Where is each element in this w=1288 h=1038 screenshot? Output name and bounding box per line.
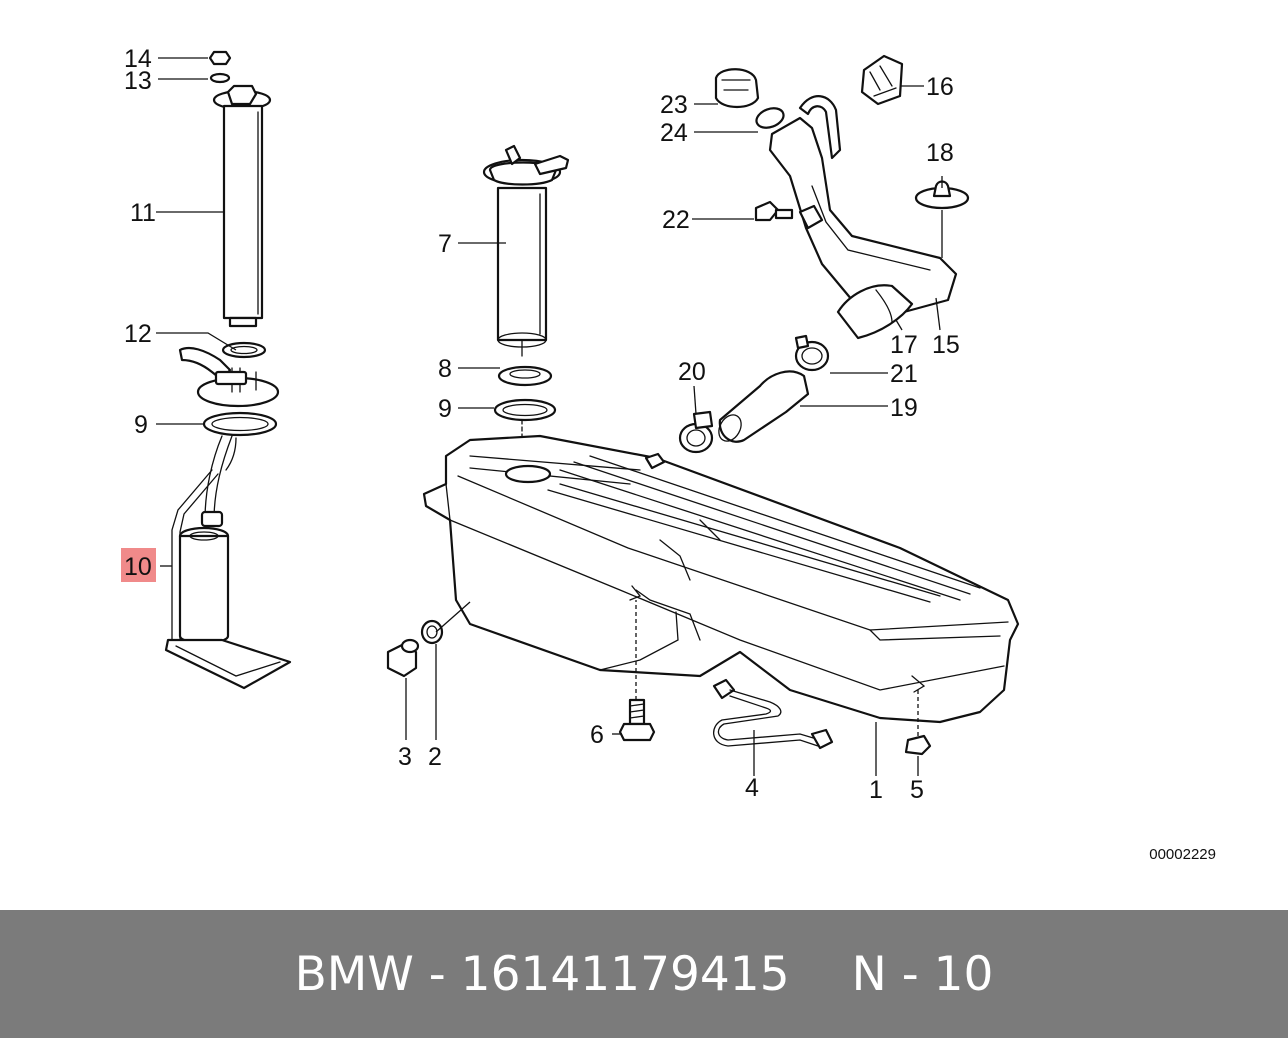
leader-lines [156, 57, 943, 776]
callout-11: 11 [130, 199, 156, 227]
position-label: N - 10 [851, 946, 994, 1002]
part-12-oring [221, 341, 267, 359]
part-18-grommet [914, 180, 970, 210]
part-10-filter-sock [164, 638, 292, 690]
footer-bar: BMW - 16141179415 N - 10 [0, 910, 1288, 1038]
callout-4: 4 [745, 774, 759, 802]
part-2-washer [420, 619, 444, 645]
tank-vent-nipple [644, 452, 666, 470]
part-7-tab [504, 144, 522, 166]
part-24-oring [755, 107, 785, 129]
callout-18: 18 [926, 139, 954, 167]
callout-8: 8 [438, 355, 452, 383]
callout-12: 12 [124, 320, 152, 348]
part-15-filler-pipe [768, 116, 958, 314]
part-14-nut [208, 50, 232, 66]
callout-14: 14 [124, 45, 152, 73]
callout-2: 2 [428, 743, 442, 771]
callout-9-middle: 9 [438, 395, 452, 423]
callout-3: 3 [398, 743, 412, 771]
callout-10-highlight [121, 548, 156, 582]
part-23-filler-cap [714, 68, 760, 109]
part-1-fuel-tank [422, 434, 1020, 724]
callout-15: 15 [932, 331, 960, 359]
callout-1: 1 [869, 776, 883, 804]
part-9-seal-middle [493, 398, 557, 422]
callout-20: 20 [678, 358, 706, 386]
part-5-nut [904, 734, 932, 756]
part-10-fuel-pump [178, 534, 230, 644]
callout-16: 16 [926, 73, 954, 101]
part-9-seal-left [202, 411, 278, 437]
part-16-valve [860, 54, 904, 106]
callout-22: 22 [662, 206, 690, 234]
part-7-tube [496, 186, 548, 342]
part-15-vent-hose [798, 95, 842, 160]
part-6-bolt [618, 698, 656, 742]
callout-6: 6 [590, 721, 604, 749]
tank-sender-opening [504, 464, 552, 484]
part-3-drain-plug [386, 638, 420, 678]
callout-17: 17 [890, 331, 918, 359]
exploded-view-drawing: 14 13 11 12 9 10 7 8 9 3 2 6 4 1 5 23 24… [121, 45, 1020, 804]
callout-7: 7 [438, 230, 452, 258]
callout-10: 10 [124, 553, 152, 581]
callout-5: 5 [910, 776, 924, 804]
part-11-connector [226, 84, 258, 106]
part-13-washer [209, 72, 231, 84]
part-7-nipple [533, 154, 570, 176]
part-11-tube [222, 104, 264, 320]
part-17-hose [836, 284, 914, 340]
part-22-screw [754, 200, 824, 230]
part-21-clamp [794, 334, 830, 372]
part-number-label: BMW - 16141179415 [294, 946, 790, 1002]
callout-9-left: 9 [134, 411, 148, 439]
pump-feed-hose [204, 435, 233, 521]
drawing-code: 00002229 [1149, 846, 1216, 863]
parts-diagram: 14 13 11 12 9 10 7 8 9 3 2 6 4 1 5 23 24… [121, 45, 1216, 863]
callout-13: 13 [124, 67, 152, 95]
part-20-clamp [678, 410, 714, 454]
part-4-fuel-pipe [712, 678, 834, 750]
part-19-hose [718, 370, 810, 443]
part-11-tube-bottom [228, 316, 258, 328]
callout-labels: 14 13 11 12 9 10 7 8 9 3 2 6 4 1 5 23 24… [121, 45, 960, 804]
callout-23: 23 [660, 91, 688, 119]
callout-24: 24 [660, 119, 688, 147]
filler-neck-assembly [678, 54, 970, 454]
callout-21: 21 [890, 360, 918, 388]
fuel-pump-assembly-left [164, 50, 292, 690]
level-sender-assembly [482, 144, 570, 471]
callout-19: 19 [890, 394, 918, 422]
